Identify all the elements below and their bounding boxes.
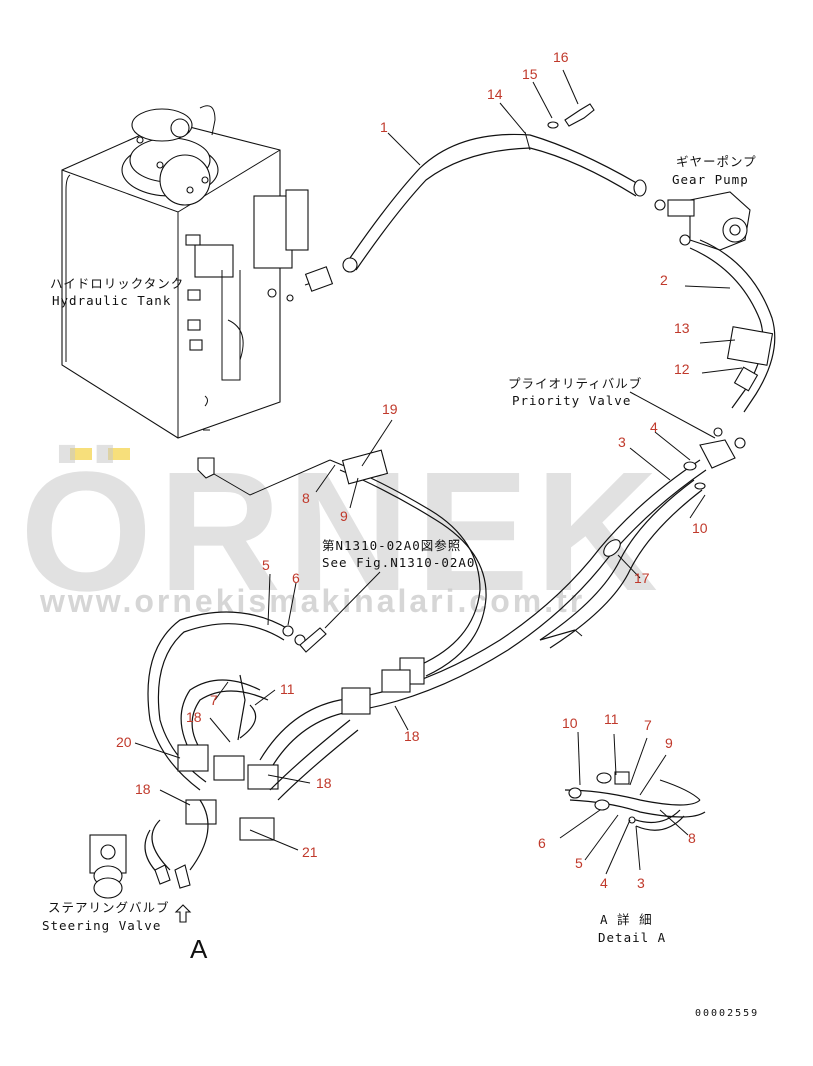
detail-label-en: Detail A [598,930,666,945]
reference-label-jp: 第N1310-02A0図参照 [322,538,461,553]
view-arrow-label: A [190,934,208,964]
callout-numbers: 1 2 3 4 5 6 7 8 9 10 11 12 13 14 15 16 1… [116,49,708,891]
callout-18-a: 18 [186,709,202,725]
callout-12: 12 [674,361,690,377]
priority-label-en: Priority Valve [512,393,631,408]
callout-18-c: 18 [316,775,332,791]
callout-11: 11 [280,681,295,697]
tank-label-jp: ハイドロリックタンク [50,276,184,291]
callout-8: 8 [302,490,310,506]
callout-3: 3 [618,434,626,450]
detail-callout-5: 5 [575,855,583,871]
callout-5: 5 [262,557,270,573]
callout-18-d: 18 [135,781,151,797]
watermark-accent-dot-right [108,448,130,460]
watermark-brand: ÖRNEK [20,437,664,627]
steering-hoses [144,611,359,881]
gear-pump [667,191,751,251]
detail-callout-3: 3 [637,875,645,891]
document-number: 00002559 [695,1008,759,1019]
callout-15: 15 [522,66,538,82]
pump-hose [689,239,776,413]
detail-callout-9: 9 [665,735,673,751]
hydraulic-tank [61,105,331,496]
priority-valve [629,391,746,469]
tank-label-en: Hydraulic Tank [52,293,171,308]
detail-callout-4: 4 [600,875,608,891]
callout-19: 19 [382,401,398,417]
detail-callout-7: 7 [644,717,652,733]
suction-hose [304,131,666,292]
callout-18-b: 18 [404,728,420,744]
watermark-url: www.ornekismakinalari.com.tr [39,583,585,619]
pump-label-en: Gear Pump [672,172,749,187]
detail-callout-11: 11 [604,711,619,727]
detail-a-drawing [564,771,706,831]
leader-lines [134,69,743,875]
callout-7: 7 [210,692,218,708]
callout-14: 14 [487,86,503,102]
callout-13: 13 [674,320,690,336]
callout-6: 6 [292,570,300,586]
priority-label-jp: プライオリティバルブ [508,376,642,391]
bolt-washer [547,103,595,129]
callout-16: 16 [553,49,569,65]
steering-valve [89,834,192,923]
callout-17: 17 [634,570,650,586]
callout-2: 2 [660,272,668,288]
callout-21: 21 [302,844,318,860]
pump-label-jp: ギヤーポンプ [676,154,757,169]
hose-bundle [259,449,707,771]
reference-label-en: See Fig.N1310-02A0 [322,555,475,570]
watermark: ÖRNEK www.ornekismakinalari.com.tr [20,437,664,627]
detail-callout-6: 6 [538,835,546,851]
callout-10: 10 [692,520,708,536]
watermark-accent-dot-left [70,448,92,460]
callout-1: 1 [380,119,388,135]
detail-callout-10: 10 [562,715,578,731]
callout-4: 4 [650,419,658,435]
steering-label-en: Steering Valve [42,918,161,933]
callout-9: 9 [340,508,348,524]
detail-label-jp: A 詳 細 [600,912,653,927]
detail-callout-8: 8 [688,830,696,846]
callout-20: 20 [116,734,132,750]
steering-label-jp: ステアリングバルブ [48,900,170,915]
